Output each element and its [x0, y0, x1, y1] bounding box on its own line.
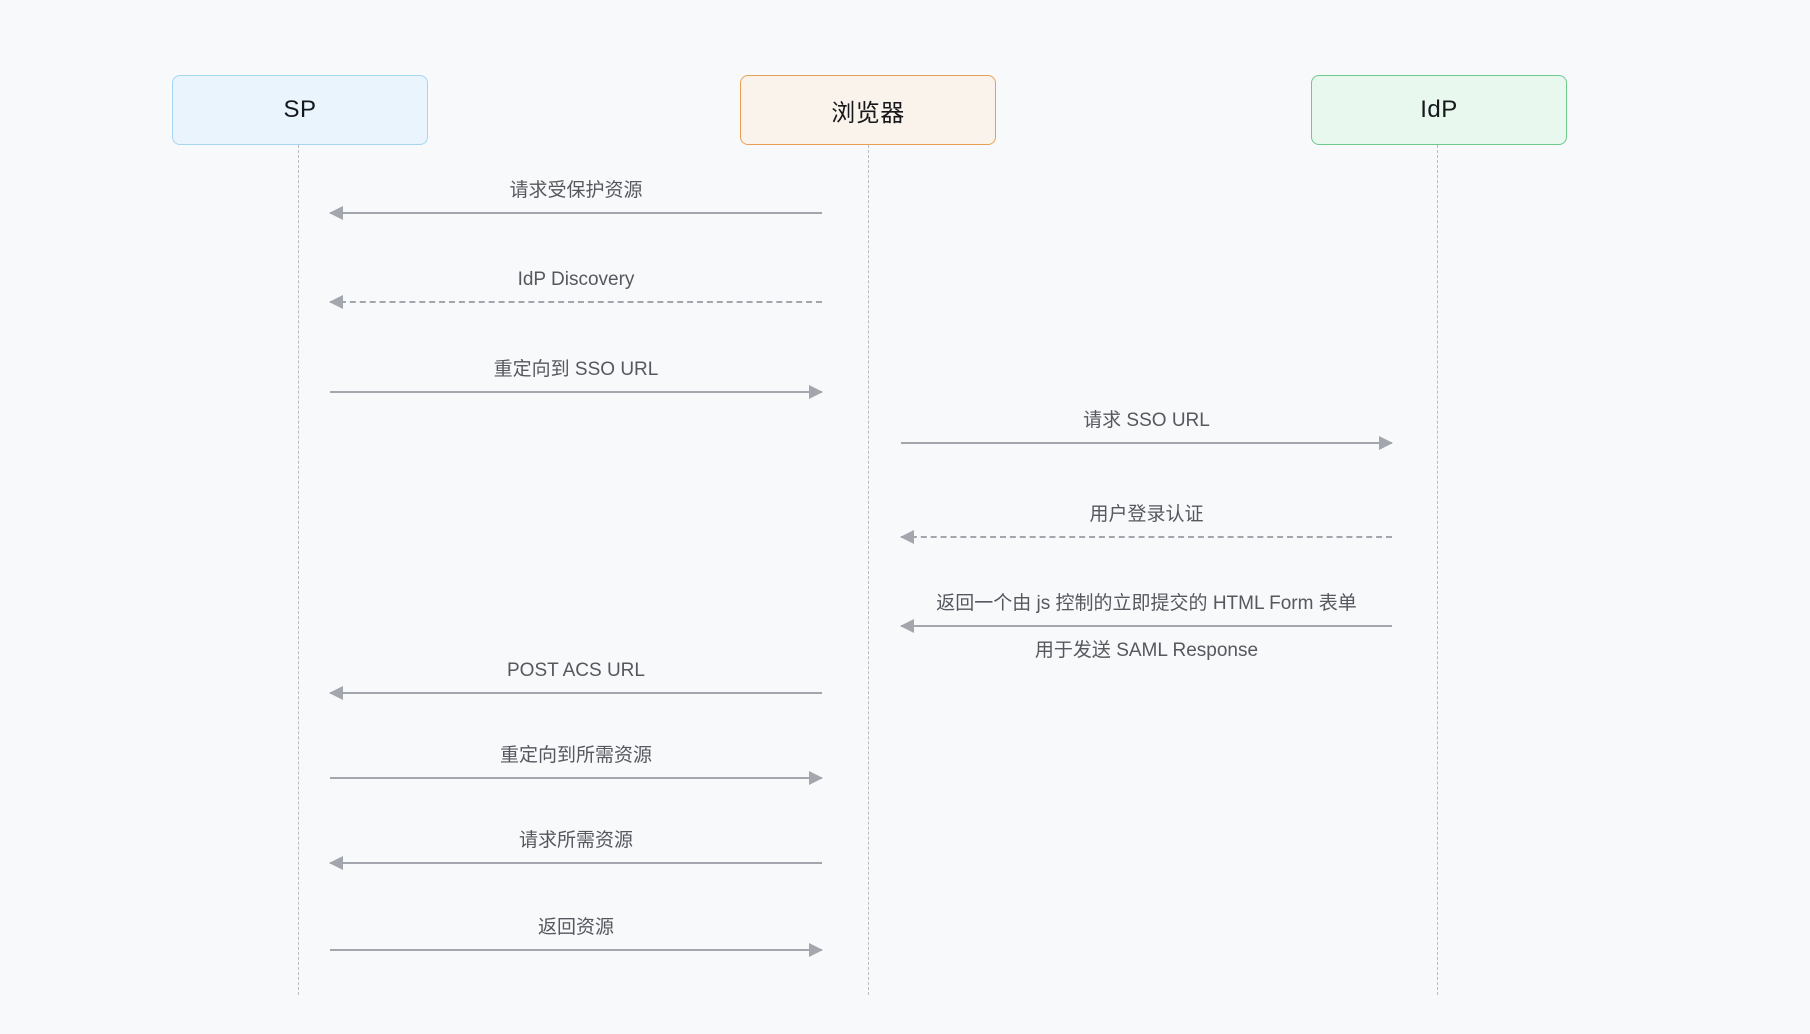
message-label: 返回一个由 js 控制的立即提交的 HTML Form 表单 — [936, 593, 1357, 614]
participant-label-browser: 浏览器 — [831, 99, 905, 127]
lifeline-idp — [1437, 145, 1438, 995]
message-line — [330, 692, 822, 694]
message-label: 请求 SSO URL — [1083, 410, 1210, 431]
message-label: 请求所需资源 — [518, 830, 633, 851]
lifeline-browser — [868, 145, 869, 995]
message-line — [330, 949, 822, 951]
message-sublabel: 用于发送 SAML Response — [1034, 640, 1259, 661]
message-line — [330, 777, 822, 779]
arrowhead-left-icon — [329, 206, 343, 220]
message-line — [901, 442, 1392, 444]
participant-label-idp: IdP — [1420, 96, 1458, 123]
message-line — [901, 625, 1392, 627]
arrowhead-right-icon — [809, 943, 823, 957]
arrowhead-left-icon — [900, 530, 914, 544]
message-line — [330, 212, 822, 214]
message-label: POST ACS URL — [507, 660, 645, 681]
participant-box-sp[interactable]: SP — [172, 75, 428, 145]
message-line — [330, 301, 822, 303]
lifeline-sp — [298, 145, 299, 995]
message-label: 用户登录认证 — [1089, 504, 1204, 525]
message-label: 请求受保护资源 — [509, 180, 643, 201]
message-line — [330, 391, 822, 393]
arrowhead-left-icon — [900, 619, 914, 633]
arrowhead-left-icon — [329, 686, 343, 700]
message-label: 重定向到 SSO URL — [493, 359, 659, 380]
arrowhead-right-icon — [1379, 436, 1393, 450]
message-label: 重定向到所需资源 — [499, 745, 652, 766]
participant-label-sp: SP — [283, 96, 317, 123]
message-label: 返回资源 — [537, 917, 614, 938]
participant-box-browser[interactable]: 浏览器 — [740, 75, 996, 145]
arrowhead-right-icon — [809, 771, 823, 785]
arrowhead-left-icon — [329, 295, 343, 309]
arrowhead-left-icon — [329, 856, 343, 870]
message-line — [330, 862, 822, 864]
participant-box-idp[interactable]: IdP — [1311, 75, 1567, 145]
message-label: IdP Discovery — [517, 269, 635, 290]
message-line — [901, 536, 1392, 538]
arrowhead-right-icon — [809, 385, 823, 399]
